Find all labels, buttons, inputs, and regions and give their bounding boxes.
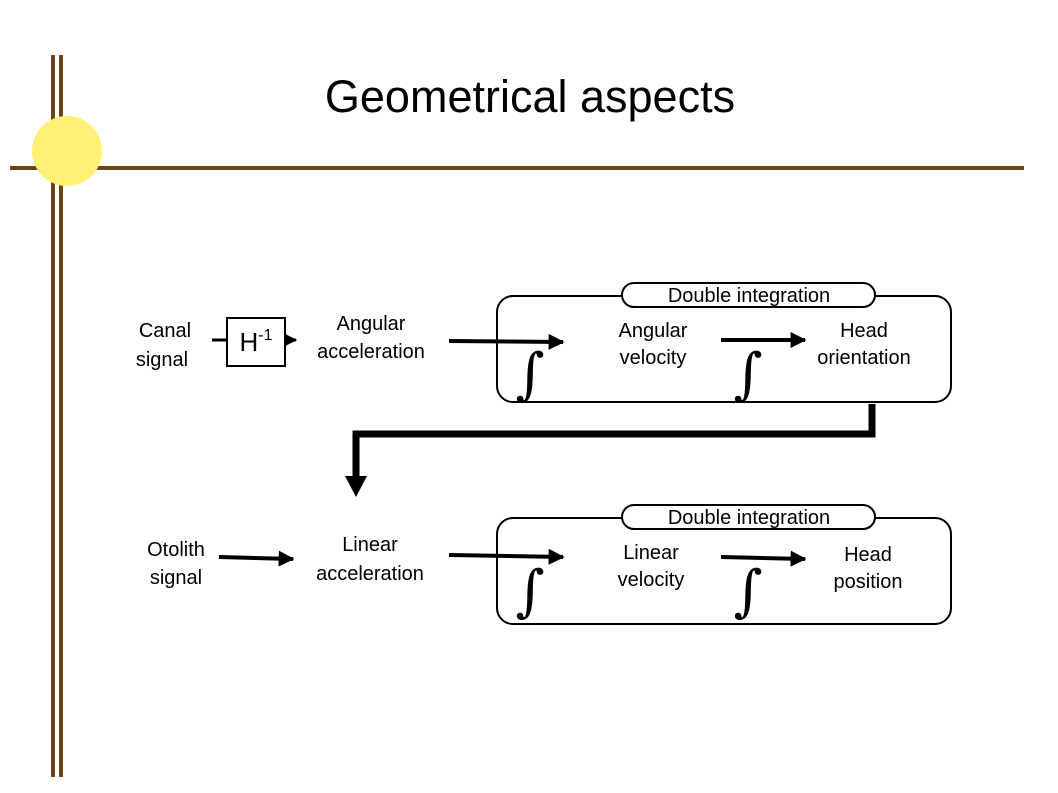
integral-icon: ∫ [515,559,544,624]
head-orientation-label-1: Head [840,320,888,342]
canal-integration-header-pill [621,282,876,308]
head-position-label-2: position [834,571,903,593]
angular-acceleration-label-1: Angular [337,313,406,335]
vertical-rule-right [59,55,63,777]
canal-signal-label-2: signal [136,349,188,371]
head-orientation-label-2: orientation [817,347,910,369]
angular-velocity-label-1: Angular [619,320,688,342]
orientation-to-linear-connector [352,404,876,478]
linear-accel-to-velocity-arrow [448,548,565,565]
inverse-transform-label: H-1 [239,327,272,357]
integral-icon: ∫ [515,342,544,407]
linear-acceleration-label-2: acceleration [316,563,424,585]
otolith-integration-header: Double integration [668,507,830,529]
otolith-signal-label-2: signal [150,567,202,589]
otolith-to-accel-arrow [218,550,295,567]
integral-icon: ∫ [733,342,762,407]
accent-dot [32,116,102,186]
integral-icon: ∫ [733,559,762,624]
angular-velocity-label-2: velocity [620,347,687,369]
otolith-integration-header-pill [621,504,876,530]
connector-arrowhead [345,476,367,497]
vertical-rule-left [51,55,55,777]
inverse-transform-box [226,317,286,367]
slide-title: Geometrical aspects [325,71,735,122]
otolith-signal-label-1: Otolith [147,539,205,561]
angular-acceleration-label-2: acceleration [317,341,425,363]
linear-velocity-to-position-arrow [720,550,807,567]
canal-integration-header: Double integration [668,285,830,307]
linear-velocity-label-1: Linear [623,542,679,564]
linear-acceleration-label-1: Linear [342,534,398,556]
angular-accel-to-velocity-arrow [448,333,565,350]
linear-velocity-label-2: velocity [618,569,685,591]
head-position-label-1: Head [844,544,892,566]
canal-signal-label-1: Canal [139,320,191,342]
horizontal-rule [10,166,1024,170]
